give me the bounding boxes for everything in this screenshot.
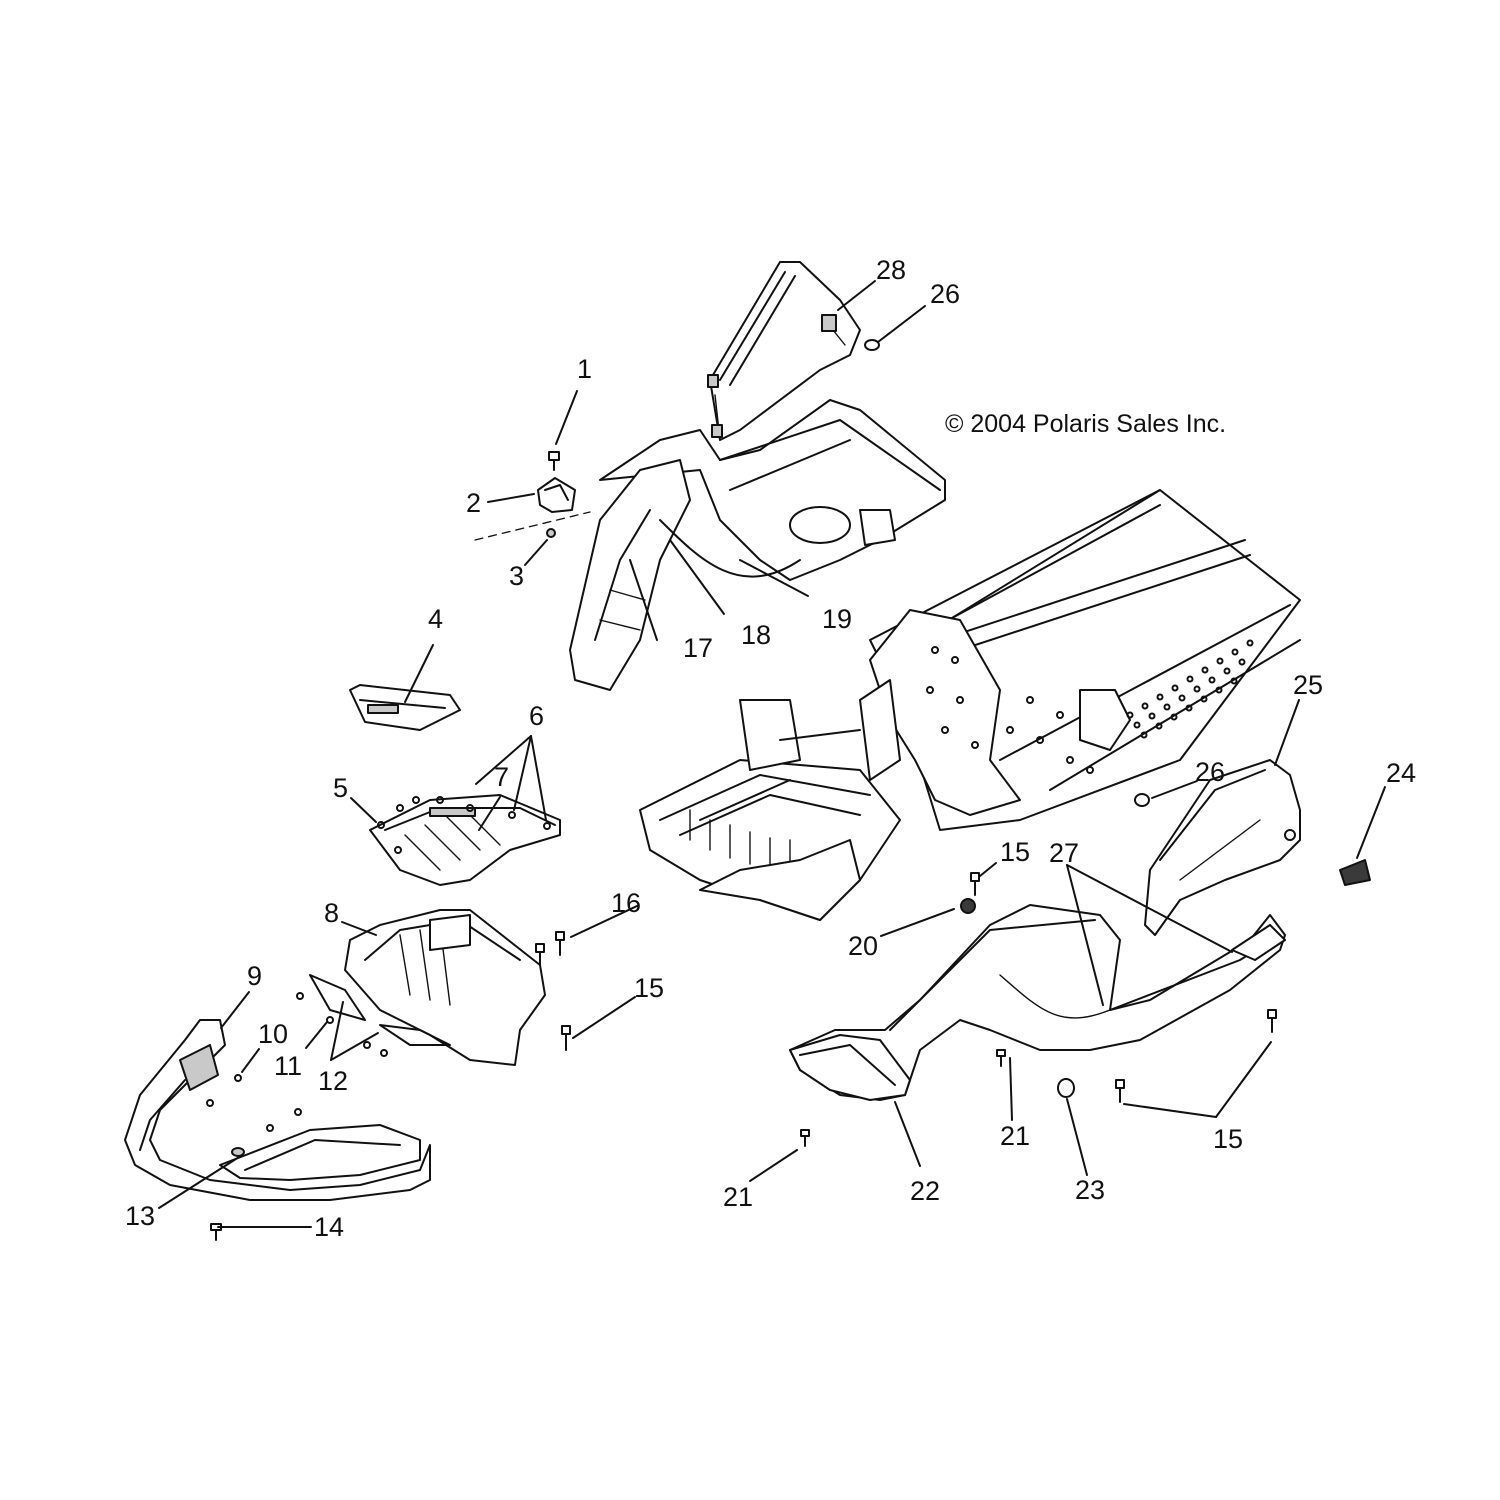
footwell-assembly [569,399,946,691]
assembly-centerline [474,511,591,541]
callout-9: 9 [247,961,262,991]
grommet-26-top [864,339,880,351]
callout-15-right: 15 [1213,1124,1243,1154]
copyright-notice: © 2004 Polaris Sales Inc. [945,410,1226,438]
cover-4 [349,684,461,731]
chassis-frame [639,489,1301,921]
callout-22: 22 [910,1176,940,1206]
plug-23 [1057,1078,1075,1098]
callout-19: 19 [822,604,852,634]
callout-1: 1 [577,354,592,384]
callout-24: 24 [1386,758,1416,788]
callout-labels: 1 2 3 4 5 6 7 8 9 10 11 12 13 14 15 15 1… [125,255,1416,1242]
panel-28 [707,261,861,441]
callout-15-top: 15 [1000,837,1030,867]
bolt-15-left [561,1025,571,1051]
footrest-22 [789,1034,911,1101]
grommet-20 [960,898,976,914]
bolts-16 [535,931,565,966]
bolts-15-right [970,872,1277,1103]
callout-14: 14 [314,1212,344,1242]
leader-lines [158,280,1386,1228]
screws-10 [206,1074,302,1132]
belly-pan-7 [369,794,561,886]
callout-23: 23 [1075,1175,1105,1205]
callout-20: 20 [848,931,878,961]
nut-3 [546,528,556,538]
callout-28: 28 [876,255,906,285]
side-panel-27 [789,904,1286,1101]
callout-7: 7 [494,762,509,792]
bolt-1 [548,451,560,471]
callout-3: 3 [509,561,524,591]
callout-17: 17 [683,633,713,663]
bumper-9 [124,1019,431,1201]
rivets-11 [296,992,388,1057]
callout-6: 6 [529,701,544,731]
callout-27: 27 [1049,838,1079,868]
callout-10: 10 [258,1019,288,1049]
callout-5: 5 [333,773,348,803]
tunnel-vent-pattern [1126,639,1254,739]
callout-18: 18 [741,620,771,650]
callout-13: 13 [125,1201,155,1231]
callout-25: 25 [1293,670,1323,700]
callout-12: 12 [318,1066,348,1096]
screws-5 [377,796,551,854]
callout-15-left: 15 [634,973,664,1003]
cap-24 [1339,859,1371,886]
callout-26-top: 26 [930,279,960,309]
bracket-2 [537,477,576,513]
skid-plate-13 [219,1124,421,1181]
callout-2: 2 [466,488,481,518]
vents-12 [309,974,451,1046]
callout-21-right: 21 [1000,1121,1030,1151]
callout-11: 11 [274,1051,302,1081]
rivets-21 [800,1049,1006,1147]
side-cover-25 [1144,759,1301,936]
callout-8: 8 [324,898,339,928]
callout-26-side: 26 [1195,757,1225,787]
grommet-26-side [1134,793,1150,807]
callout-4: 4 [428,604,443,634]
callout-16: 16 [611,888,641,918]
callout-21-left: 21 [723,1182,753,1212]
